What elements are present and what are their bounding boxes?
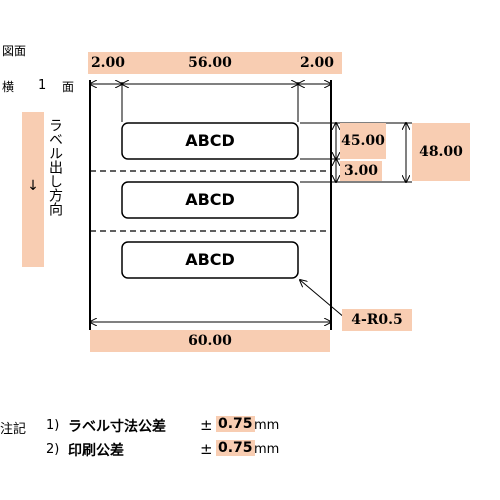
dim-height: 45.00	[340, 123, 386, 159]
note-2-value: 0.75	[216, 440, 255, 456]
direction-arrow-box: ↓	[22, 112, 44, 267]
direction-arrow-icon: ↓	[27, 178, 39, 194]
corner-leader	[300, 280, 346, 319]
label-2-outline	[121, 181, 299, 219]
note-1-value: 0.75	[216, 416, 255, 432]
note-2-num: 2)	[46, 442, 60, 457]
note-1-pm: ±	[200, 416, 213, 434]
note-2-text: 印刷公差	[68, 443, 124, 459]
note-2-pm: ±	[200, 440, 213, 458]
dim-pitch: 48.00	[412, 123, 470, 181]
corner-radius-label: 4-R0.5	[342, 309, 412, 331]
orientation-label: 横	[2, 80, 15, 94]
drawing-title: 図面	[2, 44, 27, 58]
label-3-text: ABCD	[185, 250, 235, 269]
dim-gap: 3.00	[340, 161, 382, 181]
label-3-outline	[121, 241, 299, 279]
direction-text: ラベル出し方向	[47, 118, 63, 216]
dim-top-right: 2.00	[292, 52, 342, 74]
note-1-num: 1)	[46, 418, 60, 433]
label-2-text: ABCD	[185, 190, 235, 209]
notes-prefix: 注記	[0, 422, 27, 437]
dim-top-mid: 56.00	[128, 52, 292, 74]
label-1-text: ABCD	[185, 131, 235, 150]
note-2-unit: mm	[254, 442, 280, 457]
count-label: 1	[38, 78, 47, 93]
unit-label: 面	[62, 80, 75, 94]
label-1-outline	[121, 122, 299, 160]
dim-bottom: 60.00	[90, 330, 330, 352]
note-1-text: ラベル寸法公差	[68, 419, 166, 435]
note-1-unit: mm	[254, 418, 280, 433]
dim-top-left: 2.00	[88, 52, 128, 74]
